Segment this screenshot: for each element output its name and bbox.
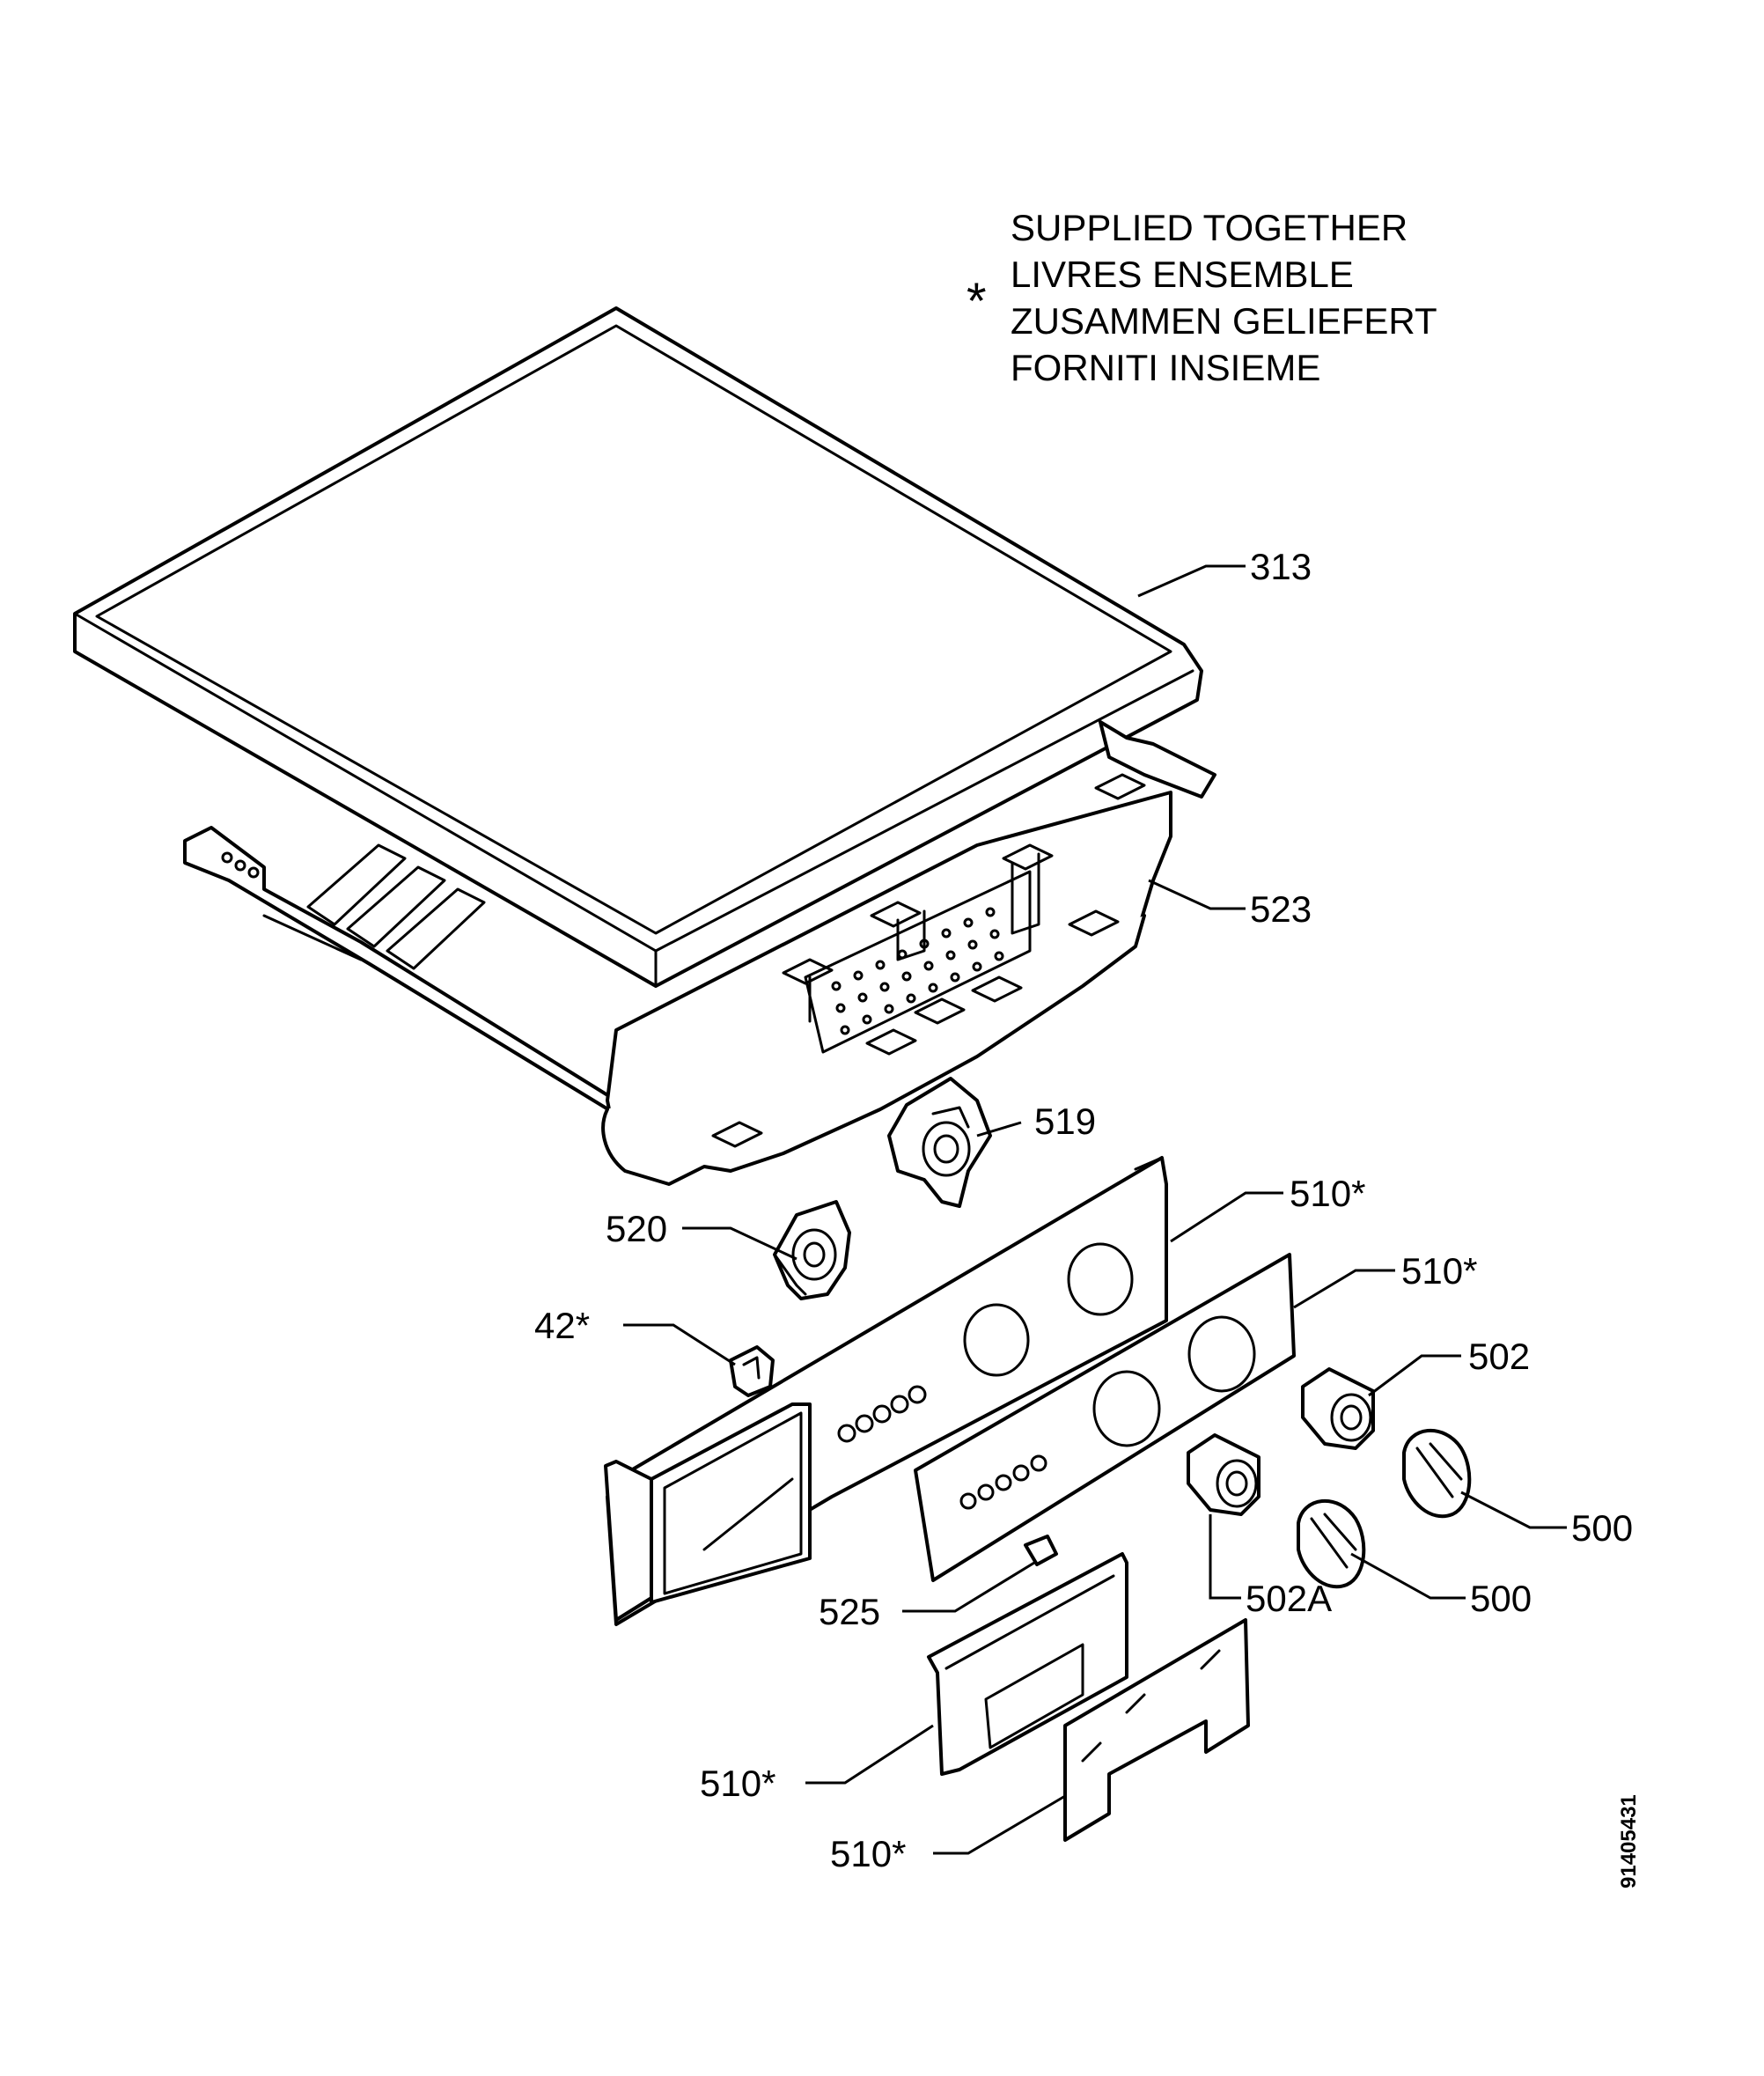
legend-line-2: LIVRES ENSEMBLE <box>1011 254 1354 295</box>
callout-502: 502 <box>1468 1336 1530 1377</box>
callout-525: 525 <box>819 1591 880 1632</box>
callout-500-lower: 500 <box>1470 1578 1532 1619</box>
legend: * SUPPLIED TOGETHER LIVRES ENSEMBLE ZUSA… <box>967 207 1437 388</box>
part-500-knob-lower <box>1297 1498 1366 1589</box>
legend-asterisk: * <box>967 273 987 330</box>
part-525-pin <box>1024 1535 1058 1566</box>
legend-line-1: SUPPLIED TOGETHER <box>1011 207 1408 248</box>
callout-42: 42* <box>534 1305 590 1346</box>
part-500-knob-upper <box>1402 1428 1472 1519</box>
part-519-bracket <box>887 1077 992 1208</box>
callout-523: 523 <box>1250 888 1312 930</box>
part-502a-knob-insert <box>1187 1433 1261 1516</box>
callout-510-front-panel: 510* <box>1401 1250 1477 1292</box>
tray-vent-holes <box>831 907 1004 1035</box>
legend-line-4: FORNITI INSIEME <box>1011 347 1320 388</box>
callout-520: 520 <box>606 1208 667 1249</box>
callout-502a: 502A <box>1246 1578 1332 1619</box>
legend-line-3: ZUSAMMEN GELIEFERT <box>1011 300 1437 342</box>
callout-labels: 313 523 519 520 510* 510* 42* 502 500 50… <box>534 546 1633 1874</box>
callout-313: 313 <box>1250 546 1312 587</box>
part-520-bracket <box>773 1200 851 1300</box>
callout-510-drawer: 510* <box>700 1763 775 1804</box>
callout-510-rear-panel: 510* <box>1290 1173 1365 1214</box>
part-502-knob-insert <box>1301 1367 1375 1450</box>
part-510-front-panel <box>914 1253 1296 1582</box>
callout-510-window: 510* <box>830 1833 906 1874</box>
part-523-frame <box>183 720 1216 1186</box>
callout-519: 519 <box>1034 1101 1096 1142</box>
part-42-clip <box>729 1345 775 1397</box>
leader-lines <box>623 564 1567 1855</box>
callout-500-upper: 500 <box>1571 1507 1633 1549</box>
document-id: 91405431 <box>1617 1794 1641 1888</box>
part-510-fascia <box>604 1402 812 1622</box>
part-510-window <box>1063 1618 1250 1842</box>
part-510-drawer <box>927 1552 1128 1776</box>
part-313-top-lid <box>73 306 1203 988</box>
